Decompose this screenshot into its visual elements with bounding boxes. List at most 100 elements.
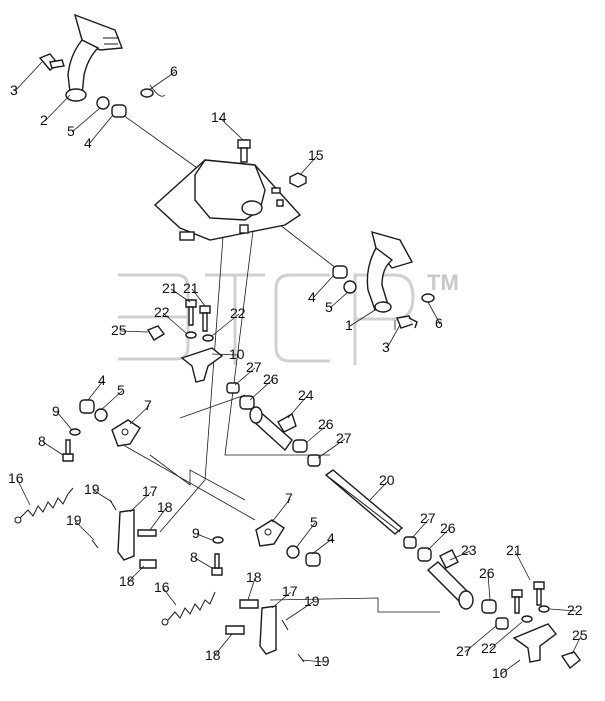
callout-5: 5	[67, 123, 75, 139]
callout-19: 19	[84, 481, 100, 497]
callout-leader	[311, 538, 333, 555]
callout-leader	[74, 520, 95, 541]
callout-20: 20	[379, 472, 395, 488]
washer-22-right-a	[538, 605, 550, 613]
callout-leader	[464, 625, 497, 653]
bushing-5-upper	[96, 96, 110, 110]
callout-leader	[514, 550, 531, 581]
callout-9: 9	[52, 403, 60, 419]
callout-10: 10	[229, 346, 245, 362]
callout-leader	[148, 71, 176, 91]
callout-leader	[213, 633, 233, 657]
bushing-4-left	[79, 399, 95, 414]
callout-25: 25	[111, 322, 127, 338]
callout-leader	[305, 424, 328, 444]
washer-22-right-b	[521, 615, 533, 623]
callout-27: 27	[420, 510, 436, 526]
spring-16-lower	[161, 591, 216, 626]
callout-21: 21	[162, 280, 178, 296]
pin-6-upper	[140, 88, 154, 98]
bushing-27-mid	[307, 454, 321, 467]
washer-22-left-a	[185, 331, 197, 339]
callout-leader	[317, 438, 346, 459]
callout-leader	[162, 312, 187, 334]
grease-fitting-25-right	[560, 651, 581, 670]
callout-leader	[386, 324, 401, 349]
callout-7: 7	[285, 490, 293, 506]
callout-4: 4	[327, 530, 335, 546]
bolt-8-left	[62, 439, 74, 462]
callout-5: 5	[325, 299, 333, 315]
callout-23: 23	[461, 542, 477, 558]
spring-16-left	[14, 487, 74, 524]
pin-18-c	[239, 599, 259, 609]
callout-leader	[249, 379, 273, 401]
tube-23	[426, 549, 474, 610]
callout-leader	[129, 405, 150, 425]
callout-leader	[88, 114, 114, 145]
callout-leader	[295, 522, 316, 549]
callout-leader	[285, 601, 314, 621]
lever-7-left	[111, 419, 141, 447]
washer-9-left	[69, 428, 81, 436]
callout-leader	[119, 330, 149, 333]
bracket-housing	[153, 159, 302, 241]
callout-leader	[42, 441, 64, 456]
callout-8: 8	[38, 433, 46, 449]
callout-leader	[211, 313, 240, 337]
callout-24: 24	[298, 387, 314, 403]
callout-4: 4	[308, 289, 316, 305]
callout-leader	[129, 491, 152, 513]
watermark: TM	[118, 270, 459, 365]
callout-leader	[219, 117, 244, 141]
bushing-5-mid	[343, 280, 357, 294]
pin-18-d	[225, 625, 245, 635]
callout-18: 18	[119, 573, 135, 589]
callout-leader	[162, 587, 177, 606]
callout-leader	[149, 507, 167, 531]
bushing-4-upper	[111, 104, 127, 118]
callout-2: 2	[40, 112, 48, 128]
callout-3: 3	[10, 82, 18, 98]
pedal-upper	[65, 13, 123, 102]
callout-19: 19	[314, 653, 330, 669]
callout-leader	[271, 498, 291, 523]
callout-16: 16	[154, 579, 170, 595]
callout-leader	[312, 275, 334, 299]
callout-26: 26	[440, 520, 456, 536]
callout-27: 27	[246, 359, 262, 375]
callout-9: 9	[192, 525, 200, 541]
callout-27: 27	[456, 643, 472, 659]
watermark-trademark: TM	[427, 270, 459, 295]
cotter-19-c	[281, 619, 289, 631]
bushing-27-left	[226, 382, 240, 394]
callout-22: 22	[481, 640, 497, 656]
callout-leader	[299, 155, 318, 176]
tube-24	[249, 406, 297, 452]
callout-22: 22	[154, 304, 170, 320]
callout-6: 6	[435, 315, 443, 331]
callout-leader	[194, 557, 213, 569]
callout-leader	[14, 61, 43, 92]
cotter-19-d	[297, 653, 305, 663]
callout-leader	[127, 565, 145, 583]
callout-leader	[211, 353, 239, 356]
callout-leader	[571, 635, 582, 655]
callout-19: 19	[66, 512, 82, 528]
callout-21: 21	[506, 542, 522, 558]
callout-leader	[489, 621, 523, 650]
callout-leader	[329, 291, 349, 309]
callout-18: 18	[157, 499, 173, 515]
bolt-14	[237, 139, 251, 163]
callout-22: 22	[230, 305, 246, 321]
bushing-4-mid	[332, 265, 348, 279]
cotter-19-b	[91, 539, 99, 549]
callout-17: 17	[282, 583, 298, 599]
callout-10: 10	[492, 665, 508, 681]
callout-leader	[411, 518, 430, 539]
callout-26: 26	[479, 565, 495, 581]
shaft-20	[324, 469, 404, 535]
callout-3: 3	[382, 339, 390, 355]
